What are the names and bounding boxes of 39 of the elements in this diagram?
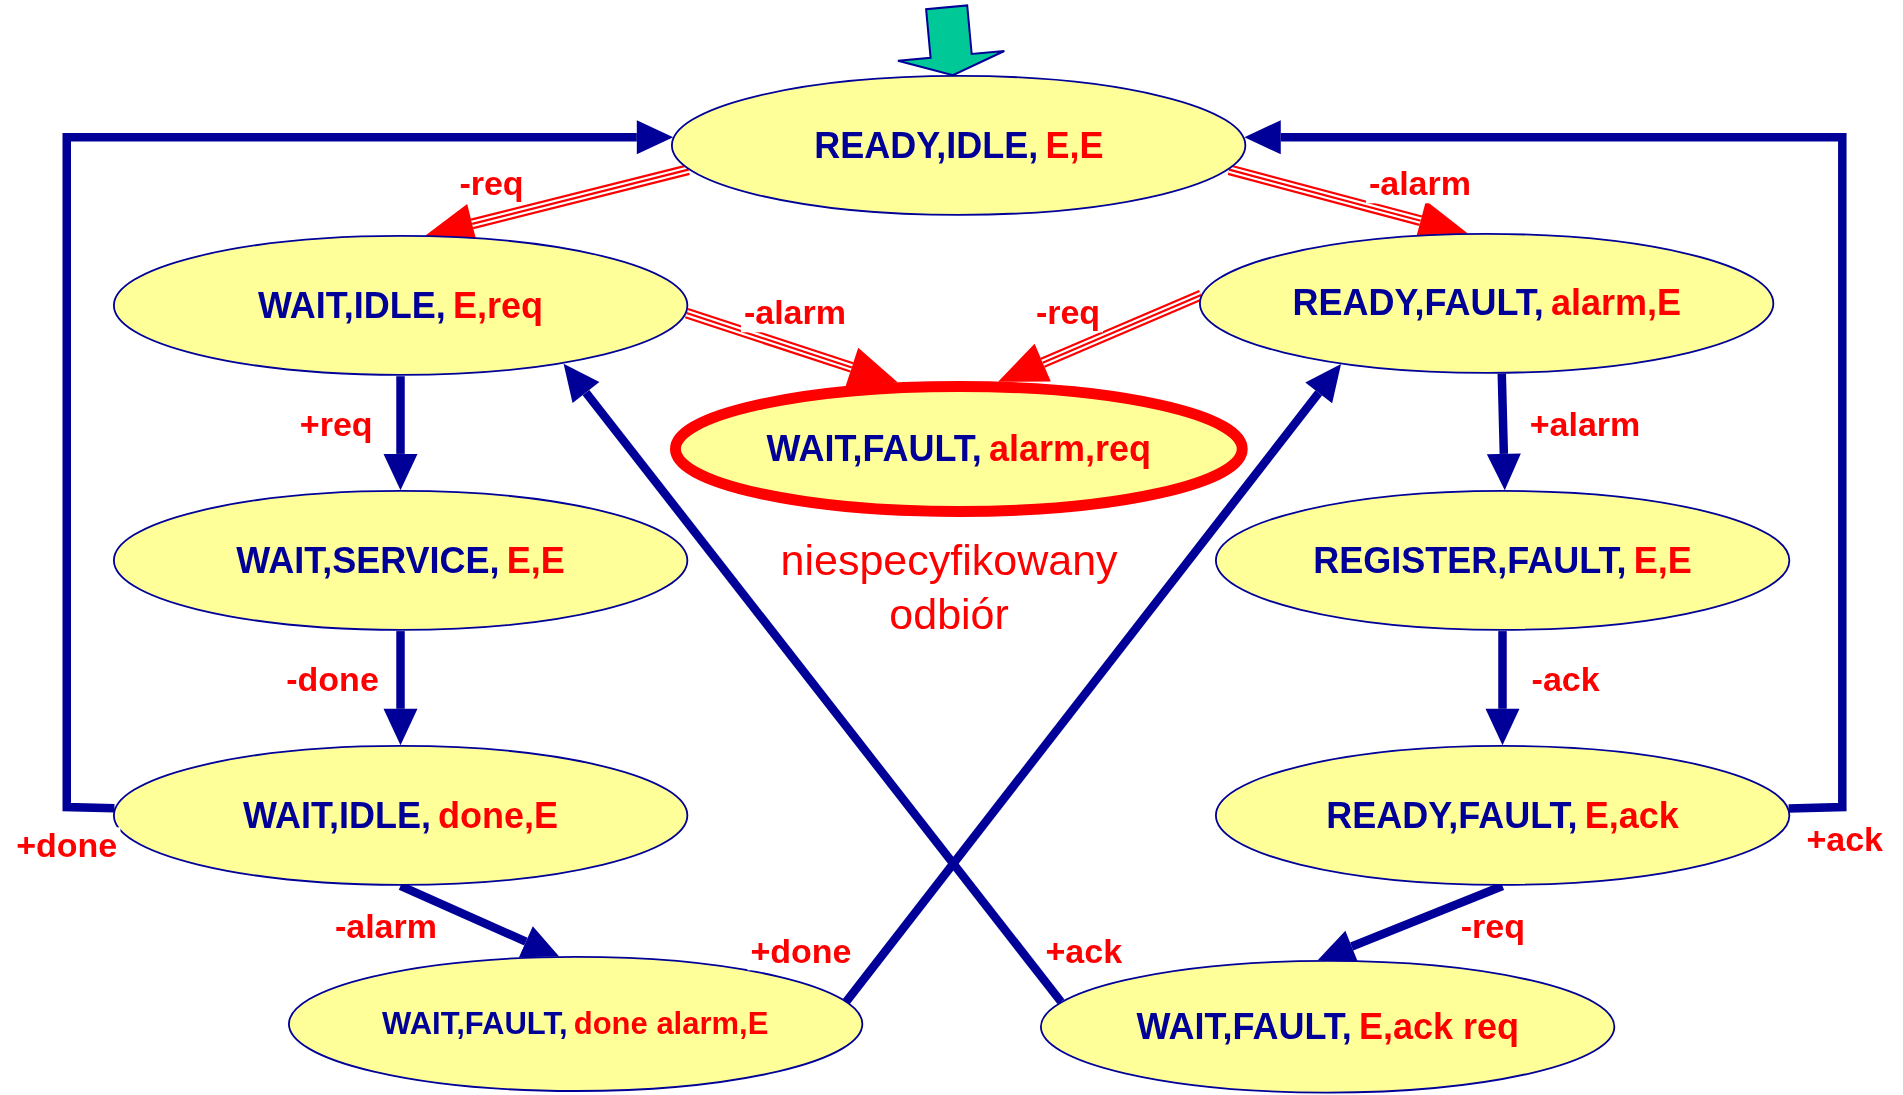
arrow	[62, 120, 674, 813]
state-name: WAIT,SERVICE,	[236, 539, 500, 582]
state-value: alarm,E	[1550, 282, 1681, 325]
state-ellipse	[669, 381, 1248, 517]
state-ellipse	[112, 235, 689, 377]
arrow	[1244, 120, 1847, 813]
state-ellipse	[112, 490, 689, 632]
state-name: READY,IDLE,	[814, 124, 1039, 167]
state-value: done alarm,E	[573, 1006, 769, 1043]
state-ellipse	[1199, 233, 1775, 374]
state-value: done,E	[438, 794, 559, 837]
arrow	[684, 307, 898, 388]
arrow	[998, 289, 1204, 382]
state-name: READY,FAULT,	[1326, 794, 1578, 837]
state-name: WAIT,IDLE,	[257, 284, 446, 327]
arrow	[383, 376, 418, 491]
state-name: WAIT,FAULT,	[1136, 1005, 1352, 1048]
state-ellipse	[1214, 745, 1791, 886]
state-name: WAIT,IDLE,	[242, 794, 431, 837]
state-name: WAIT,FAULT,	[382, 1006, 568, 1043]
state-name: READY,FAULT,	[1292, 282, 1544, 325]
arrow	[842, 364, 1342, 1005]
state-value: E,req	[453, 284, 544, 327]
state-value: E,E	[506, 539, 565, 582]
arrow	[563, 363, 1065, 1005]
state-ellipse	[671, 75, 1247, 216]
note-text: niespecyfikowany odbiór	[779, 535, 1119, 640]
state-value: E,E	[1045, 124, 1104, 167]
state-name: REGISTER,FAULT,	[1313, 539, 1627, 582]
state-ellipse	[1214, 490, 1791, 632]
state-value: E,E	[1633, 539, 1692, 582]
state-value: E,ack	[1584, 794, 1679, 837]
state-value: alarm,req	[988, 428, 1152, 471]
arrow	[383, 631, 418, 746]
arrow	[1486, 373, 1521, 491]
arrow	[1485, 631, 1520, 746]
start-arrow	[896, 4, 1006, 77]
state-name: WAIT,FAULT,	[766, 428, 982, 471]
state-value: E,ack req	[1358, 1005, 1520, 1048]
